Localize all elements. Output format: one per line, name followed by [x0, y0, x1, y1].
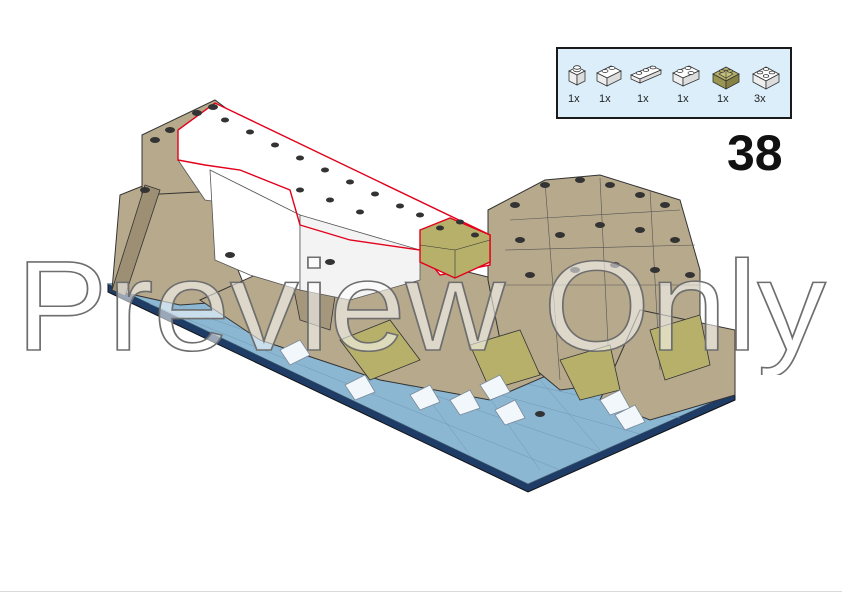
part-item: 1x [710, 49, 746, 117]
part-quantity: 1x [637, 93, 649, 105]
brick-1x2-white-icon [596, 65, 622, 87]
part-item: 1x [628, 49, 668, 117]
part-item: 1x [566, 49, 596, 117]
slope-2x2-olive-icon [712, 66, 740, 90]
step-number: 38 [727, 125, 783, 181]
part-quantity: 1x [677, 93, 689, 105]
part-quantity: 1x [568, 93, 580, 105]
olive-slope-new [419, 217, 491, 279]
brick-1x2-jumper-white-icon [672, 65, 700, 87]
wave-pieces [279, 339, 646, 431]
brick-1x1-white-icon [568, 65, 586, 86]
parts-callout: 1x 1x 1x [556, 47, 792, 119]
page-bottom-rule [0, 591, 842, 592]
part-item: 1x [594, 49, 628, 117]
studs [140, 104, 695, 417]
part-quantity: 1x [599, 93, 611, 105]
part-quantity: 1x [717, 93, 729, 105]
plate-1x3-white-icon [630, 65, 662, 84]
part-item: 3x [750, 49, 786, 117]
part-quantity: 3x [754, 93, 766, 105]
part-item: 1x [670, 49, 706, 117]
model-illustration [106, 99, 736, 493]
brick-2x2-white-icon [752, 66, 780, 90]
